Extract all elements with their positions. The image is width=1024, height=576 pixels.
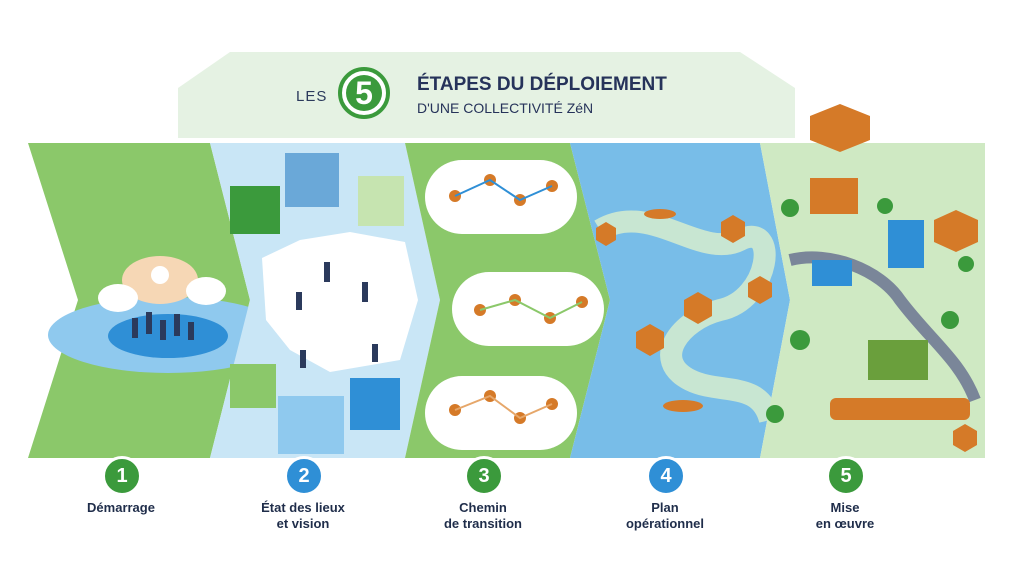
title-banner: [178, 52, 795, 138]
factory-building: [812, 260, 852, 286]
farm-field: [868, 340, 928, 380]
street-card: [285, 153, 339, 207]
step-3-badge: 3: [464, 456, 504, 496]
step-5-line1: Mise: [830, 500, 860, 515]
raft: [644, 209, 676, 219]
leaf-card: [358, 176, 404, 226]
building-blue: [888, 220, 924, 268]
step-4-badge: 4: [646, 456, 686, 496]
top-hexagon: [810, 104, 870, 152]
side-hexagon: [934, 210, 978, 252]
step-4-line1: Plan: [651, 500, 679, 515]
step-1-line1: Démarrage: [87, 500, 155, 515]
page-title: ÉTAPES DU DÉPLOIEMENT: [417, 74, 667, 95]
title-number-badge: 5: [338, 67, 390, 119]
factory-card: [350, 378, 400, 430]
step-2-line2: et vision: [276, 516, 330, 531]
step-3-line1: Chemin: [459, 500, 507, 515]
step-4-label: Plan opérationnel: [590, 500, 740, 532]
territory-map: [262, 232, 418, 372]
speech-bubble-right: [186, 277, 226, 305]
step-4-line2: opérationnel: [625, 516, 704, 531]
step2-people: [296, 262, 378, 368]
justice-card: [230, 186, 280, 234]
step-5-label: Mise en œuvre: [770, 500, 920, 532]
road: [788, 251, 981, 403]
title-number: 5: [346, 75, 382, 111]
step-5-badge: 5: [826, 456, 866, 496]
step-2-line1: État des lieux: [261, 500, 345, 515]
farm-card: [230, 364, 276, 408]
step1-people: [132, 312, 194, 340]
bottom-hexagon: [953, 424, 977, 452]
step-3-line2: de transition: [443, 516, 522, 531]
step-5-line2: en œuvre: [815, 516, 875, 531]
step-2-badge: 2: [284, 456, 324, 496]
step-1-label: Démarrage: [46, 500, 196, 516]
building-orange: [810, 178, 858, 214]
buildings-card: [278, 396, 344, 454]
network-card-top: [425, 160, 577, 234]
title-prefix: LES: [296, 88, 328, 105]
network-card-middle: [452, 272, 604, 346]
page-subtitle: D'UNE COLLECTIVITÉ ZéN: [417, 100, 594, 116]
step5-panel: [760, 143, 985, 458]
speech-bubble-left: [98, 284, 138, 312]
orange-hexagons: [596, 215, 772, 356]
tram: [830, 398, 970, 420]
step-3-label: Chemin de transition: [408, 500, 558, 532]
lightbulb-icon: [151, 266, 169, 284]
trees: [766, 198, 974, 423]
step-1-badge: 1: [102, 456, 142, 496]
network-links: [454, 178, 553, 202]
step-2-label: État des lieux et vision: [228, 500, 378, 532]
river-path: [594, 210, 781, 424]
network-card-bottom: [425, 376, 577, 450]
